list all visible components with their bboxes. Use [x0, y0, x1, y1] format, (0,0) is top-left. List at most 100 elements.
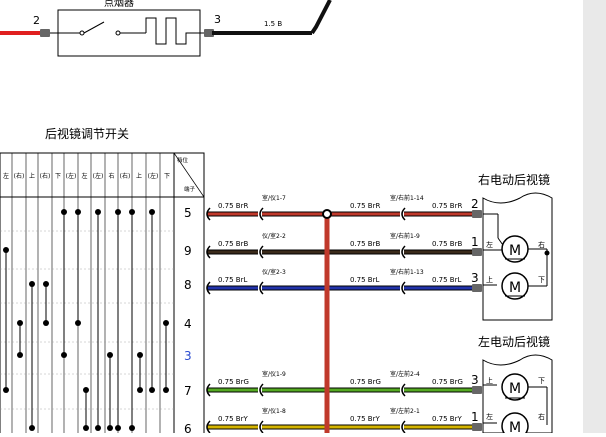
- switch-contact-dot: [83, 425, 89, 431]
- wire-right-label: 0.75 BrL: [432, 276, 461, 284]
- wire-right-label: 0.75 BrB: [432, 240, 462, 248]
- switch-col-header: (右): [40, 172, 51, 180]
- switch-col-header: (左): [66, 172, 77, 180]
- switch-contact-dot: [163, 387, 169, 393]
- wire-connector: [401, 281, 406, 295]
- switch-contact-dot: [107, 352, 113, 358]
- wire-connector-id: 仪/室2-3: [262, 268, 286, 276]
- switch-col-header: 左: [3, 172, 9, 180]
- right-mirror-motor-1-left: 左: [486, 240, 493, 249]
- left-mirror-motor-1-right: 下: [538, 377, 545, 385]
- trunk-junction: [322, 209, 332, 219]
- left-mirror-motor-1-left: 上: [486, 376, 493, 385]
- switch-terminal: 5: [184, 206, 192, 220]
- switch-terminal: 9: [184, 244, 192, 258]
- right-mirror-motor-1-right: 右: [538, 240, 545, 249]
- wire-connector: [401, 207, 406, 221]
- wire-connector: [259, 245, 264, 259]
- lighter-wire-label: 1.5 B: [264, 20, 282, 28]
- left-mirror-motor-2: [501, 412, 529, 437]
- switch-contact-dot: [3, 247, 9, 253]
- wire-connector: [206, 207, 211, 221]
- switch-contact-dot: [43, 320, 49, 326]
- lighter-pin-left: 2: [33, 14, 40, 27]
- wire-connector: [206, 245, 211, 259]
- switch-contact-dot: [17, 320, 23, 326]
- wire-connector: [259, 281, 264, 295]
- lighter-title: 点烟器: [104, 0, 134, 9]
- left-mirror: 左电动后视镜 M 上 下 M 左 右: [478, 334, 553, 437]
- switch-col-header: 上: [136, 172, 142, 180]
- cigarette-lighter-section: 2 点烟器 3 1.5 B: [0, 0, 332, 57]
- switch-col-header: (右): [14, 172, 25, 180]
- wire-connector: [259, 383, 264, 397]
- wire-right-label: 0.75 BrY: [432, 415, 462, 423]
- wire-connector: [401, 420, 406, 434]
- switch-col-header: (右): [120, 172, 131, 180]
- wire-left-label: 0.75 BrR: [218, 202, 248, 210]
- wire-right-label: 0.75 BrG: [432, 378, 463, 386]
- wire-left-label: 0.75 BrB: [218, 240, 248, 248]
- switch-col-header: 左: [81, 172, 87, 180]
- wire-right-label: 0.75 BrR: [432, 202, 462, 210]
- switch-contact-dot: [129, 209, 135, 215]
- right-mirror-motor-1-label: M: [509, 243, 521, 259]
- switch-terminal: 6: [184, 422, 192, 433]
- wire-connector: [259, 420, 264, 434]
- left-mirror-motor-1-label: M: [509, 381, 521, 397]
- wire-mid-label: 0.75 BrG: [350, 378, 381, 386]
- switch-contact-dot: [163, 320, 169, 326]
- wire-mid-label: 0.75 BrL: [350, 276, 379, 284]
- wire-mid-label: 0.75 BrR: [350, 202, 380, 210]
- switch-contact-dot: [115, 425, 121, 431]
- switch-terminal: 3: [184, 349, 192, 363]
- switch-col-header: 下: [55, 173, 61, 180]
- wire-connector-id: 室/仪1-7: [262, 194, 286, 202]
- wire-connector: [259, 207, 264, 221]
- switch-contact-dot: [129, 425, 135, 431]
- switch-contact-dot: [95, 209, 101, 215]
- wire-mid-label: 0.75 BrY: [350, 415, 380, 423]
- switch-contact-dot: [61, 209, 67, 215]
- wire-left-label: 0.75 BrG: [218, 378, 249, 386]
- switch-terminal: 7: [184, 384, 192, 398]
- wire-connector-id: 室/仪1-9: [262, 370, 286, 378]
- switch-col-header: 上: [29, 172, 35, 180]
- switch-contact-dot: [107, 425, 113, 431]
- switch-contact-dot: [29, 281, 35, 287]
- switch-contact-dot: [137, 387, 143, 393]
- switch-contact-dot: [75, 320, 81, 326]
- switch-terminal: 8: [184, 278, 192, 292]
- switch-contact-dot: [149, 387, 155, 393]
- switch-contact-dot: [137, 352, 143, 358]
- wiring-diagram-svg: 2 点烟器 3 1.5 B 后视镜调节开关 档位 端子 左(右)上(右)下(左)…: [0, 0, 553, 437]
- right-mirror: 右电动后视镜 M 左 右 M 上 下: [478, 172, 553, 321]
- switch-contact-dot: [43, 281, 49, 287]
- switch-corner-top: 档位: [177, 156, 189, 164]
- wire-connector-id: 室/仪1-8: [262, 407, 286, 415]
- switch-contact-dot: [115, 209, 121, 215]
- wire-left-label: 0.75 BrL: [218, 276, 247, 284]
- switch-corner-bottom: 端子: [184, 185, 196, 193]
- switch-col-header: (左): [148, 172, 159, 180]
- right-mirror-motor-2-label: M: [509, 280, 521, 296]
- switch-contact-dot: [75, 209, 81, 215]
- wire-left-label: 0.75 BrY: [218, 415, 248, 423]
- wire-right-connector-id: 室/右前1-13: [390, 268, 424, 276]
- right-mirror-motor-2-left: 上: [486, 275, 493, 284]
- wire-connector: [206, 383, 211, 397]
- wire-right-connector-id: 室/右前1-9: [390, 232, 420, 240]
- switch-contact-dot: [17, 352, 23, 358]
- wire-connector: [206, 420, 211, 434]
- wire-mid-label: 0.75 BrB: [350, 240, 380, 248]
- wire-connector: [206, 281, 211, 295]
- mirror-pin: 3: [471, 271, 479, 285]
- left-mirror-motor-2-right: 右: [538, 412, 545, 421]
- switch-contact-dot: [95, 425, 101, 431]
- vertical-scrollbar[interactable]: [583, 0, 606, 433]
- wire-connector: [401, 245, 406, 259]
- mirror-pin: 1: [471, 410, 479, 424]
- mirror-switch-matrix: 后视镜调节开关 档位 端子 左(右)上(右)下(左)左(左)右(右)上(左)下 …: [0, 126, 205, 437]
